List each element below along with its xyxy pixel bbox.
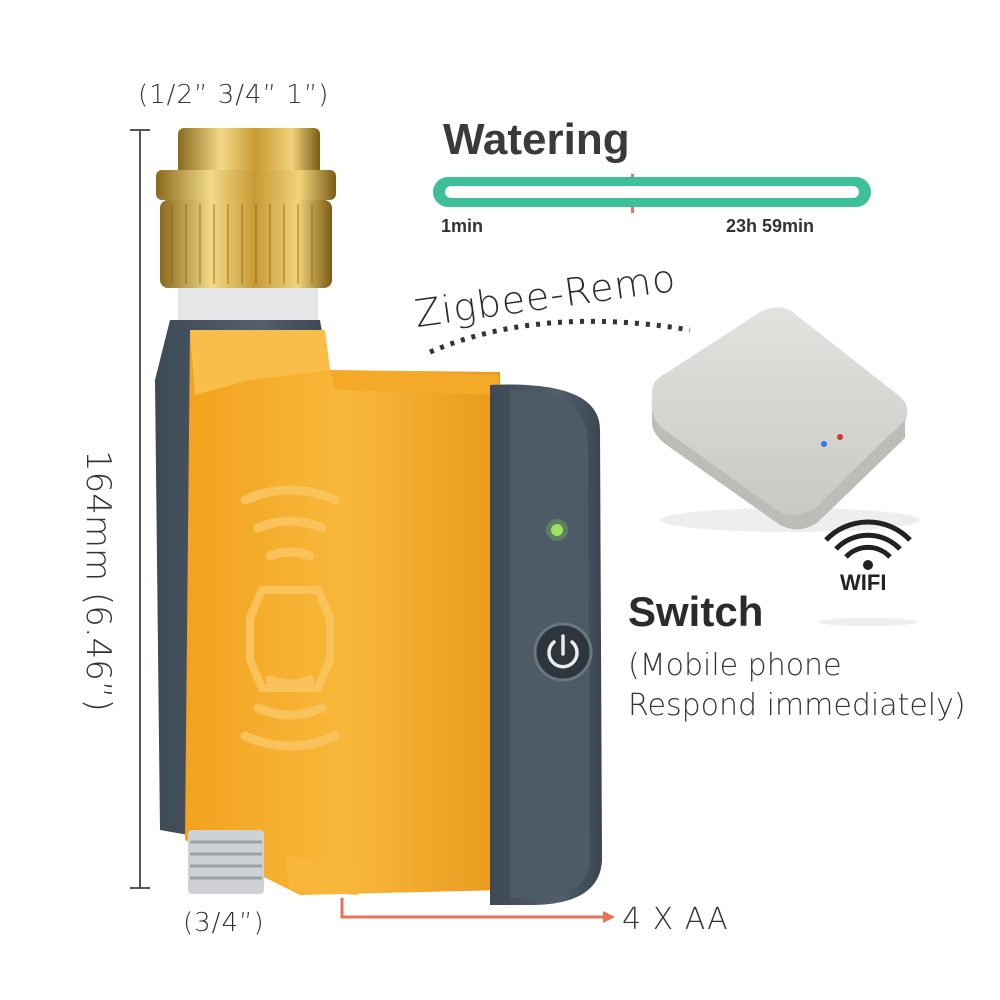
battery-label: 4 X AA <box>622 902 729 937</box>
switch-title: Switch <box>628 588 764 635</box>
battery-arrow <box>340 898 605 919</box>
watering-title: Watering <box>443 115 630 164</box>
slider-max-label: 23h 59min <box>726 216 815 236</box>
outlet-size-label: (3/4”) <box>183 908 265 938</box>
battery-door <box>285 855 358 895</box>
embossed-hexagon <box>246 586 334 692</box>
body-yellow <box>185 330 505 895</box>
wifi-label: WIFI <box>840 570 887 595</box>
outlet-thread <box>188 830 264 894</box>
signal-waves-icon <box>240 485 340 751</box>
height-label: 164mm (6.46”) <box>78 450 118 712</box>
watering-slider-inner <box>445 186 859 198</box>
slider-min-label: 1min <box>441 216 484 236</box>
height-dimension-line <box>130 129 150 889</box>
inlet-size-label: (1/2” 3/4” 1”) <box>138 80 330 110</box>
status-led <box>551 524 563 536</box>
brass-connector <box>156 128 336 322</box>
zigbee-arc <box>429 318 691 355</box>
gateway-hub <box>651 307 920 532</box>
switch-description-line1: (Mobile phone <box>628 648 842 683</box>
switch-description-line2: Respond immediately) <box>628 688 966 723</box>
wifi-icon <box>824 519 912 559</box>
power-icon <box>533 622 593 682</box>
